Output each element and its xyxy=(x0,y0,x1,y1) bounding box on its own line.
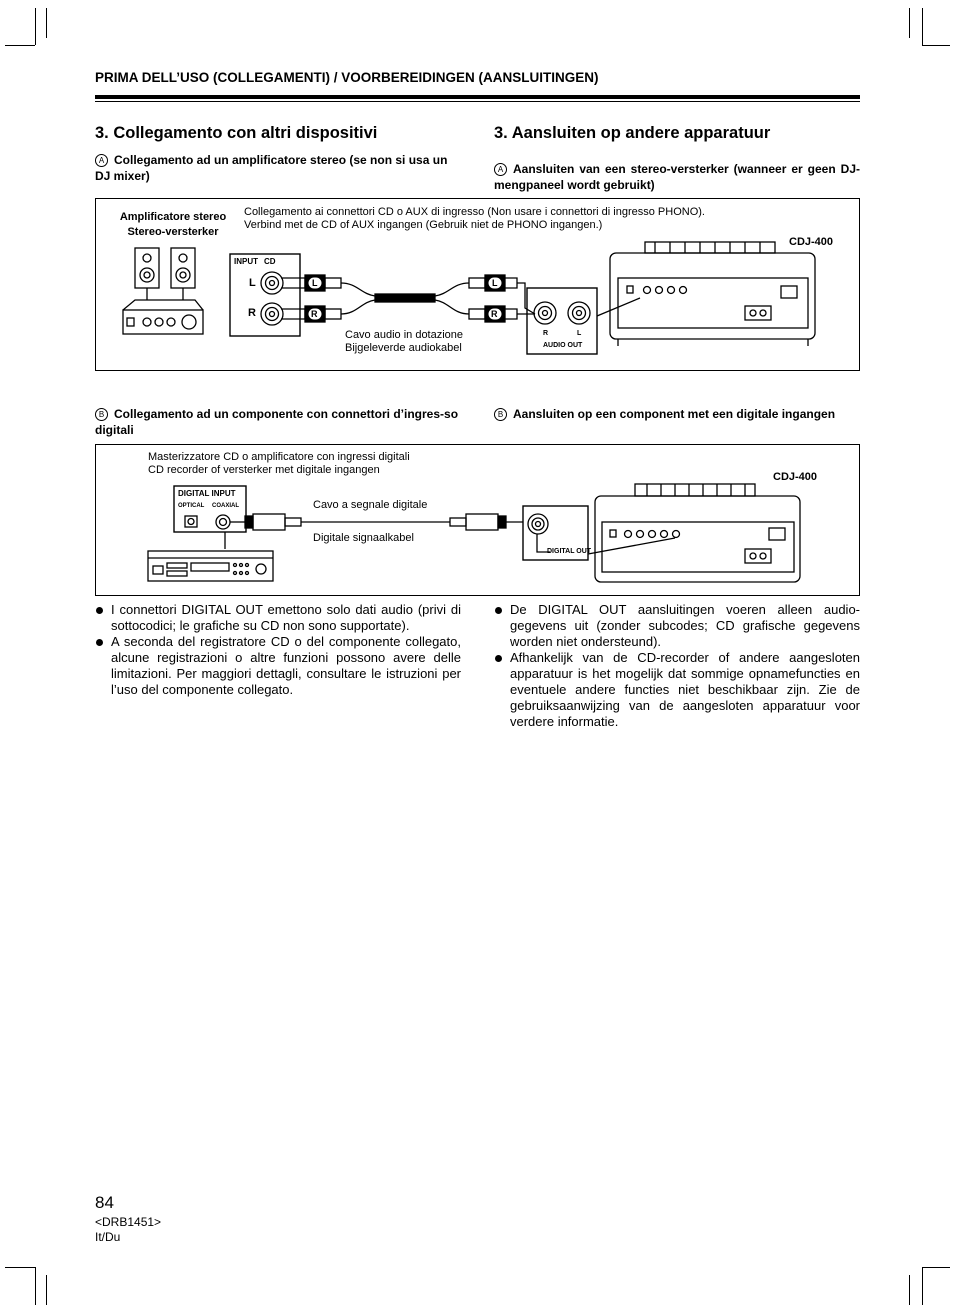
crop-mark xyxy=(46,8,47,38)
crop-mark xyxy=(5,45,35,46)
digital-input-label: DIGITAL INPUT xyxy=(178,489,236,498)
crop-mark xyxy=(922,1267,923,1305)
svg-text:L: L xyxy=(492,278,498,288)
figure-b-drawing xyxy=(147,483,801,583)
figure-a-frame xyxy=(95,198,860,371)
note-item: Afhankelijk van de CD-recorder of andere… xyxy=(494,650,860,730)
crop-mark xyxy=(922,1267,950,1268)
note-item: A seconda del registratore CD o del comp… xyxy=(95,634,461,698)
crop-mark xyxy=(5,1267,35,1268)
page-number: 84 xyxy=(95,1193,114,1212)
crop-mark xyxy=(35,1267,36,1305)
crop-mark xyxy=(46,1275,47,1305)
crop-mark xyxy=(909,1275,910,1305)
digital-cable-du: Digitale signaalkabel xyxy=(313,532,414,544)
input-label: INPUT xyxy=(234,257,258,266)
optical-label: OPTICAL xyxy=(178,503,205,509)
marker-a: A xyxy=(494,163,507,176)
svg-text:R: R xyxy=(311,309,318,319)
figure-a-device-label: CDJ-400 xyxy=(789,236,834,248)
notes-it: I connettori DIGITAL OUT emettono solo d… xyxy=(95,602,461,698)
l-out-label: L xyxy=(577,330,582,337)
marker-b: B xyxy=(95,408,108,421)
r-out-label: R xyxy=(543,330,549,337)
note-item: De DIGITAL OUT aansluitingen voeren alle… xyxy=(494,602,860,650)
crop-mark xyxy=(909,8,910,38)
note-item: I connettori DIGITAL OUT emettono solo d… xyxy=(95,602,461,634)
svg-text:R: R xyxy=(491,309,498,319)
r-label: R xyxy=(248,307,256,319)
l-label: L xyxy=(249,277,256,289)
digital-out-label: DIGITAL OUT xyxy=(547,548,592,555)
header-rule-thin xyxy=(95,101,860,102)
svg-text:L: L xyxy=(312,278,318,288)
notes-du: De DIGITAL OUT aansluitingen voeren alle… xyxy=(494,602,860,730)
marker-a: A xyxy=(95,154,108,167)
section-title-du: 3. Aansluiten op andere apparatuur xyxy=(494,124,771,142)
figure-b-device-note: Masterizzatore CD o amplificatore con in… xyxy=(148,451,410,476)
running-header: PRIMA DELL’USO (COLLEGAMENTI) / VOORBERE… xyxy=(95,70,599,85)
crop-mark xyxy=(35,8,36,45)
section-title-it: 3. Collegamento con altri dispositivi xyxy=(95,124,378,142)
marker-b: B xyxy=(494,408,507,421)
cd-label: CD xyxy=(264,257,276,266)
figure-b-frame xyxy=(95,444,860,596)
audio-out-label: AUDIO OUT xyxy=(543,342,583,349)
figure-a-drawing: L R L R xyxy=(122,241,816,355)
crop-mark xyxy=(922,8,923,45)
crop-mark xyxy=(922,45,950,46)
digital-cable-it: Cavo a segnale digitale xyxy=(313,499,428,511)
figure-a-note: Collegamento ai connettori CD o AUX di i… xyxy=(244,206,705,231)
figure-b-device-label: CDJ-400 xyxy=(773,471,818,483)
coaxial-label: COAXIAL xyxy=(212,503,239,509)
doc-code: <DRB1451>It/Du xyxy=(95,1215,162,1244)
header-rule xyxy=(95,95,860,99)
